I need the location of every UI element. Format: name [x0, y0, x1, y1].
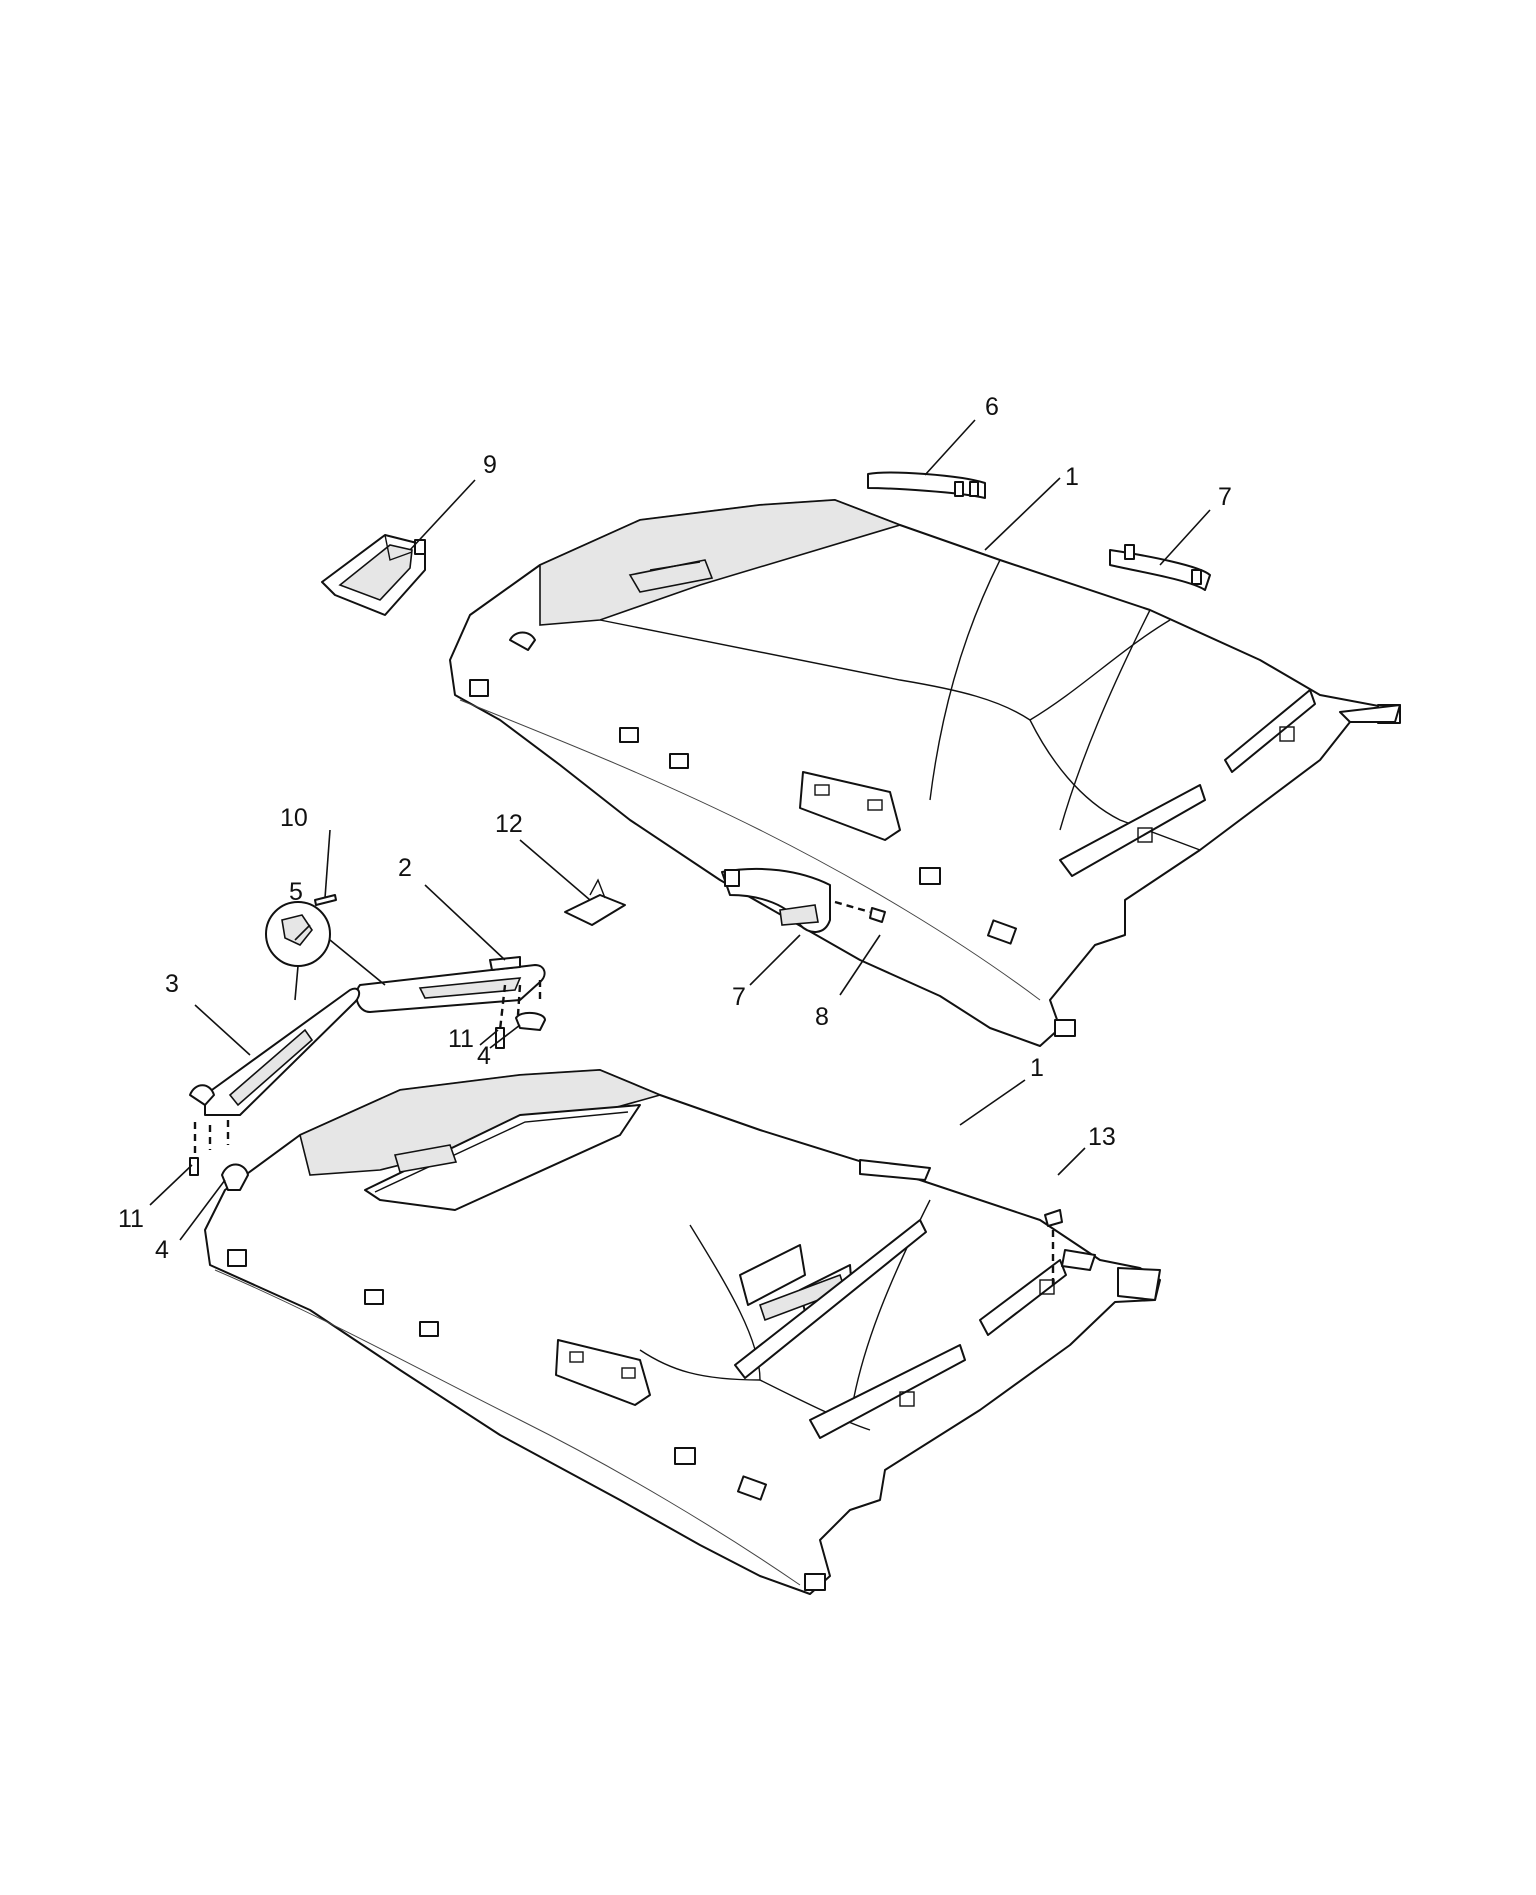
callout-11-mid: 11 — [448, 1025, 474, 1053]
callout-2: 2 — [398, 854, 412, 882]
callout-5: 5 — [289, 878, 303, 906]
part-7-grab-handle-middle — [721, 867, 831, 933]
part-7-grab-handle-upper — [1109, 544, 1211, 591]
callout-7-upper: 7 — [1218, 483, 1232, 511]
callout-7-mid: 7 — [732, 983, 746, 1011]
part-6-grab-handle — [867, 471, 986, 499]
part-11-screws-middle — [495, 980, 542, 1049]
part-12-bracket — [564, 878, 626, 926]
callout-11-low: 11 — [118, 1205, 144, 1233]
part-2-sun-visor — [355, 956, 546, 1013]
leader-lines — [149, 419, 1211, 1241]
part-4-clip-lower — [221, 1163, 249, 1191]
callout-3: 3 — [165, 970, 179, 998]
upper-headliner — [449, 499, 1401, 1047]
callout-4-mid: 4 — [477, 1042, 491, 1070]
part-3-sun-visor — [189, 987, 361, 1116]
callout-1-lower: 1 — [1030, 1054, 1044, 1082]
callout-10: 10 — [280, 804, 308, 832]
part-9-lamp-housing — [321, 534, 426, 616]
part-5-visor-clip — [265, 901, 386, 1001]
part-11-screws-lower — [189, 1120, 230, 1176]
callout-8: 8 — [815, 1003, 829, 1031]
callout-1-upper: 1 — [1065, 463, 1079, 491]
part-13-push-pin — [1044, 1209, 1063, 1290]
callouts: 1 6 7 9 1 10 2 12 5 3 11 4 7 8 11 4 13 — [118, 393, 1232, 1264]
part-4-clip-middle — [515, 1012, 546, 1031]
callout-9: 9 — [483, 451, 497, 479]
part-10-pin — [314, 894, 337, 906]
callout-4-low: 4 — [155, 1236, 169, 1264]
callout-12: 12 — [495, 810, 523, 838]
callout-13: 13 — [1088, 1123, 1116, 1151]
lower-headliner — [204, 1069, 1161, 1595]
callout-6: 6 — [985, 393, 999, 421]
part-8-screw — [834, 900, 886, 923]
